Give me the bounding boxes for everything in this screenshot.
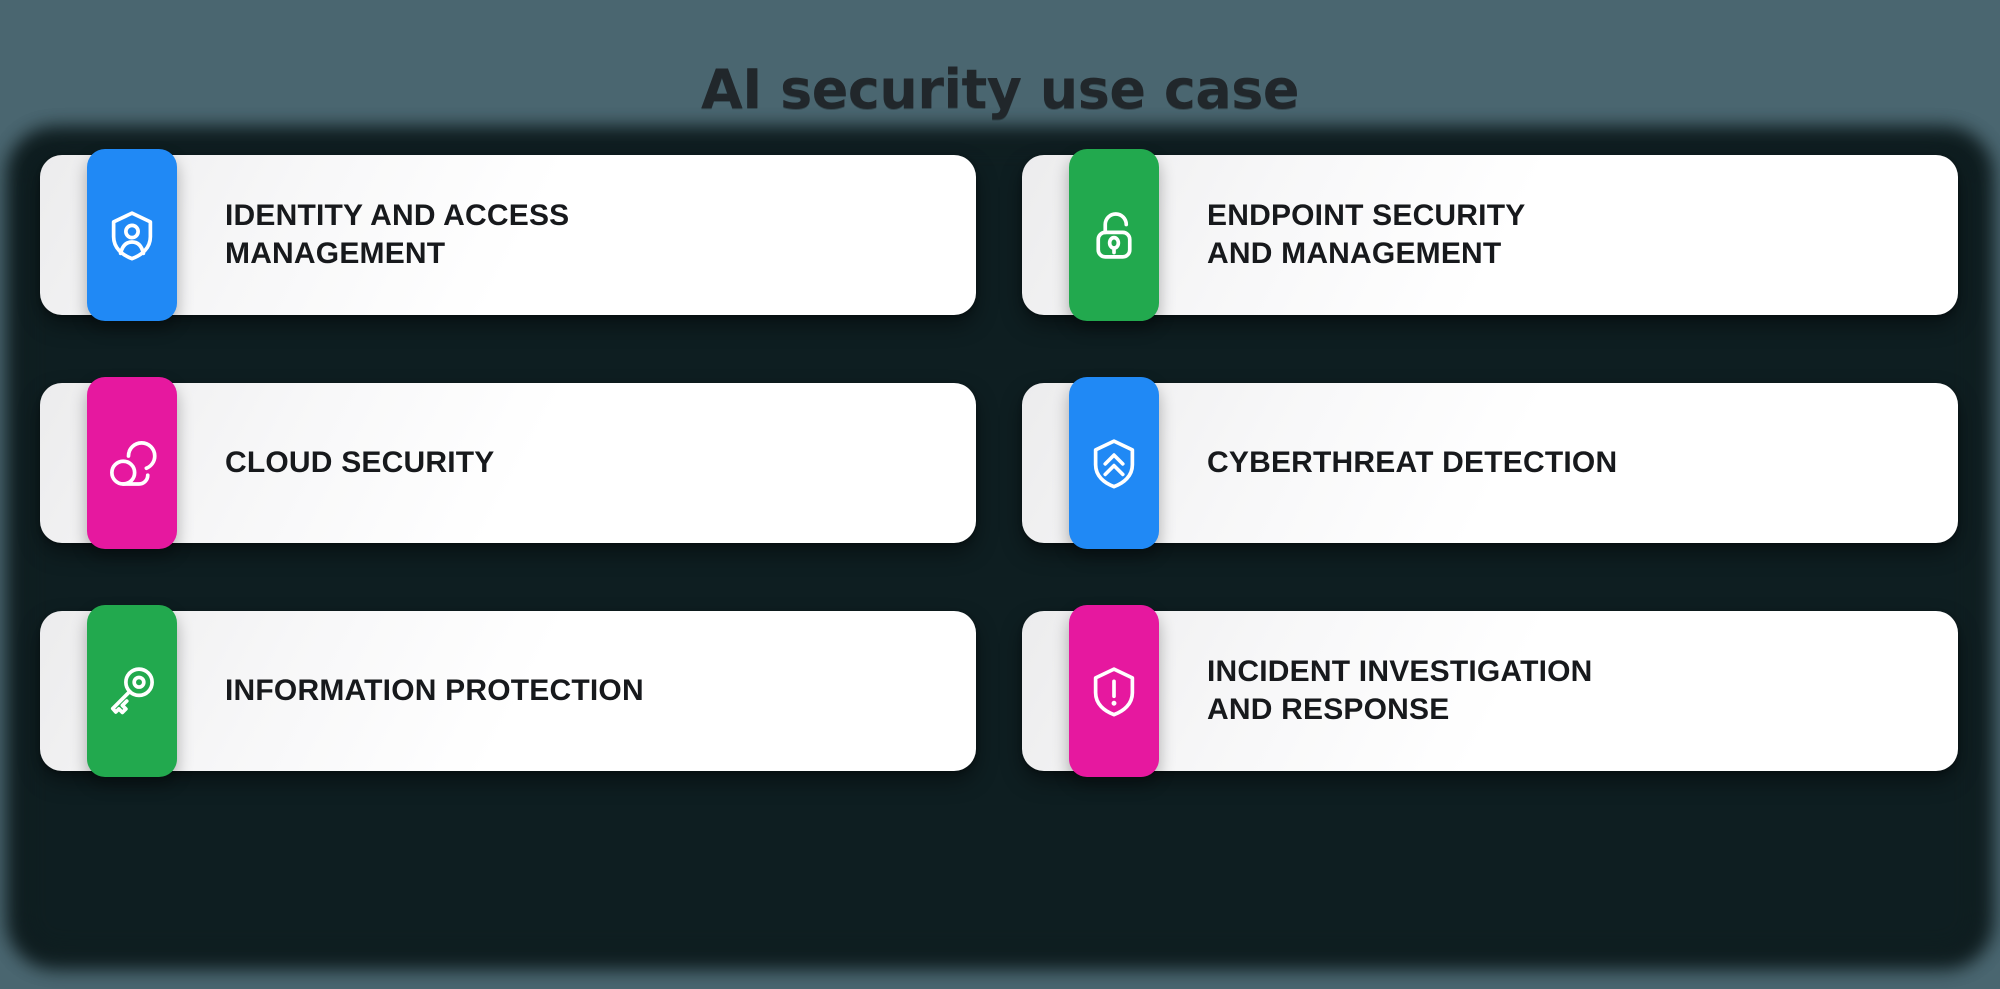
use-case-card-identity-and-access-management[interactable]: Identity and Access Management: [40, 149, 976, 321]
use-case-label: Information Protection: [225, 673, 644, 707]
shield-person-icon: [87, 149, 177, 321]
open-padlock-icon: [1069, 149, 1159, 321]
use-case-card-cyberthreat-detection[interactable]: Cyberthreat Detection: [1022, 377, 1958, 549]
use-case-card-cloud-security[interactable]: Cloud Security: [40, 377, 976, 549]
use-case-card-information-protection[interactable]: Information Protection: [40, 605, 976, 777]
page-title: AI security use case: [700, 58, 1300, 122]
shield-alert-icon: [1069, 605, 1159, 777]
use-case-label: Cloud Security: [225, 445, 495, 479]
use-case-card-endpoint-security-and-management[interactable]: Endpoint Security and Management: [1022, 149, 1958, 321]
use-case-label: Cyberthreat Detection: [1207, 445, 1618, 479]
use-case-card-incident-investigation-and-response[interactable]: Incident Investigation and Response: [1022, 605, 1958, 777]
use-case-label: Identity and Access Management: [225, 198, 570, 270]
use-case-label: Endpoint Security and Management: [1207, 198, 1526, 270]
cloud-icon: [87, 377, 177, 549]
shield-chevrons-up-icon: [1069, 377, 1159, 549]
key-icon: [87, 605, 177, 777]
use-case-label: Incident Investigation and Response: [1207, 654, 1593, 726]
